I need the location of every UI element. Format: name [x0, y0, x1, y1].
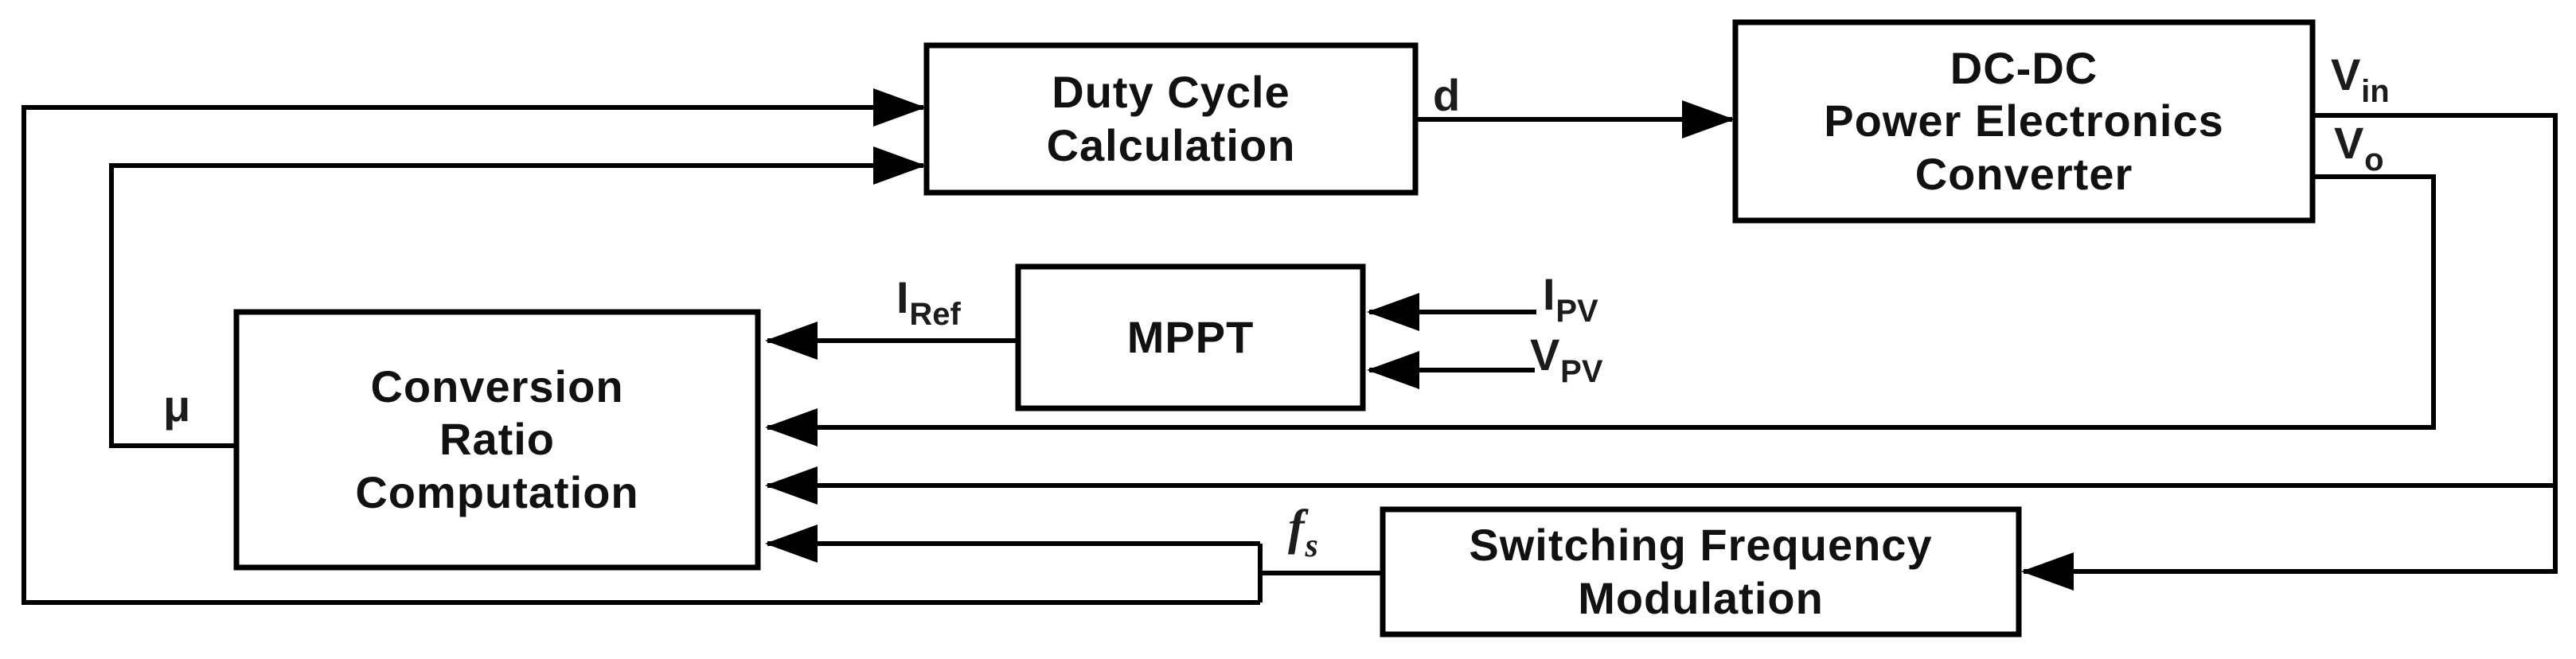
conversion-ratio-computation-label: Conversion Ratio Computation: [236, 312, 758, 567]
mppt-label-line1: MPPT: [1126, 311, 1255, 362]
node-conversion-ratio-box: [233, 309, 761, 571]
signal-label-iref: IRef: [896, 272, 961, 331]
edge-vin-dcdc-to-sfm: [2021, 113, 2558, 591]
edge-fs-feedback-to-duty: [21, 88, 1260, 605]
duty-cycle-calculation-label: Duty Cycle Calculation: [927, 45, 1415, 193]
signal-label-fs: fs: [1288, 501, 1318, 563]
signal-iref-subscript: Ref: [909, 297, 961, 333]
edge-vo-dcdc-to-conversion: [765, 174, 2436, 446]
signal-iref-base: I: [896, 272, 909, 322]
signal-vpv-subscript: PV: [1560, 354, 1603, 390]
sfm-label-line2: Modulation: [1578, 572, 1824, 623]
signal-fs-base: f: [1288, 501, 1305, 555]
signal-label-ipv: IPV: [1543, 269, 1598, 328]
signal-d-base: d: [1433, 70, 1461, 120]
signal-fs-subscript: s: [1305, 527, 1318, 564]
edge-mu-conversion-to-duty: [109, 146, 926, 448]
dcdc-label-line2: Power Electronics: [1824, 96, 2224, 146]
signal-vo-subscript: o: [2364, 142, 2384, 178]
duty-cycle-label-line2: Calculation: [1046, 119, 1296, 170]
node-duty-cycle-box: [923, 42, 1419, 196]
conversion-label-line3: Computation: [355, 466, 639, 517]
signal-ipv-subscript: PV: [1555, 294, 1598, 330]
signal-label-d: d: [1433, 73, 1460, 118]
signal-label-vpv: VPV: [1530, 330, 1603, 388]
signal-label-mu: μ: [163, 384, 190, 428]
signal-vpv-base: V: [1530, 330, 1560, 380]
dcdc-label-line1: DC-DC: [1950, 43, 2098, 94]
signal-mu-base: μ: [163, 380, 191, 431]
dcdc-label-line3: Converter: [1914, 148, 2133, 199]
node-switching-frequency-box: [1380, 506, 2022, 638]
duty-cycle-label-line1: Duty Cycle: [1052, 67, 1290, 118]
signal-vo-base: V: [2334, 118, 2364, 168]
conversion-label-line2: Ratio: [439, 414, 555, 465]
signal-vin-base: V: [2331, 49, 2361, 99]
signal-label-vo: Vo: [2334, 118, 2384, 177]
node-mppt-box: [1015, 263, 1366, 411]
signal-label-vin: Vin: [2331, 53, 2390, 108]
sfm-label-line1: Switching Frequency: [1469, 520, 1933, 571]
switching-frequency-modulation-label: Switching Frequency Modulation: [1383, 509, 2019, 634]
conversion-label-line1: Conversion: [370, 361, 624, 412]
node-dcdc-converter-box: [1732, 19, 2316, 224]
signal-ipv-base: I: [1543, 269, 1555, 319]
signal-vin-subscript: in: [2361, 74, 2390, 110]
mppt-label: MPPT: [1018, 267, 1363, 408]
dcdc-converter-label: DC-DC Power Electronics Converter: [1735, 22, 2313, 220]
